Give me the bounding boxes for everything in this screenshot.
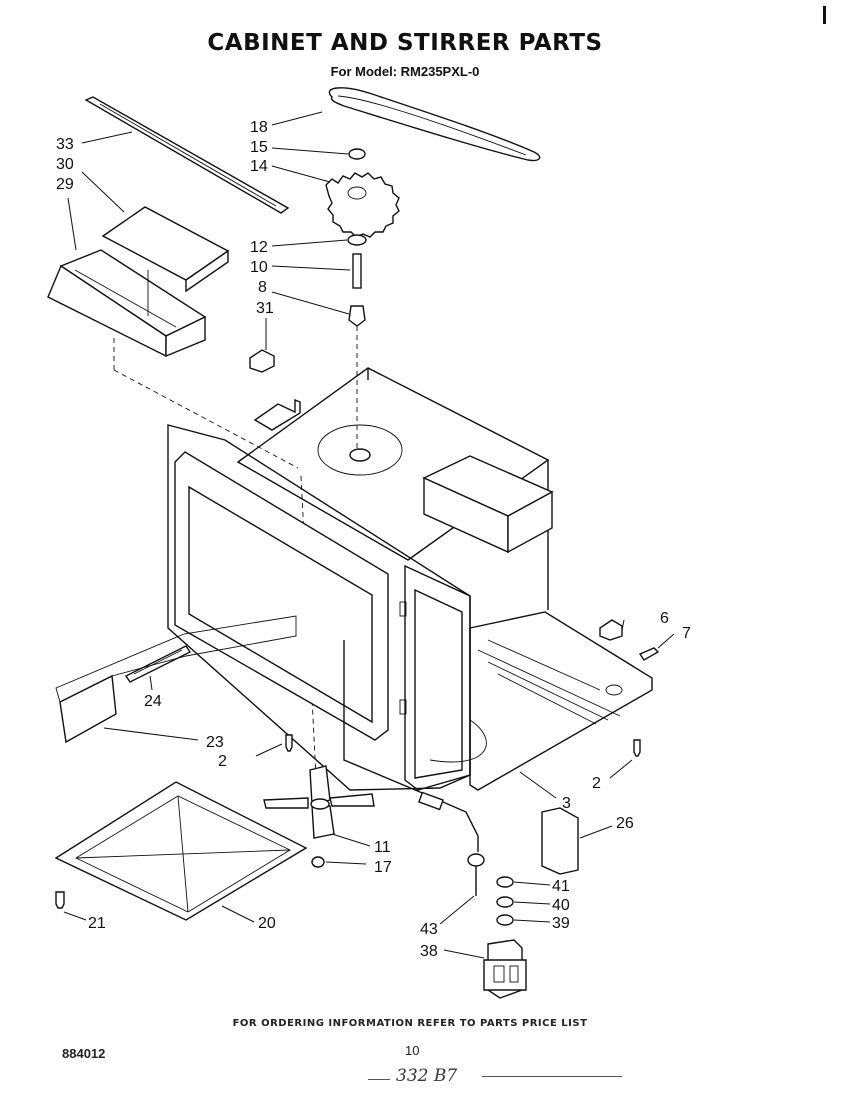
callout-6: 6 xyxy=(660,610,669,627)
callout-18: 18 xyxy=(250,119,268,136)
callout-2-left: 2 xyxy=(218,753,227,770)
callout-29: 29 xyxy=(56,176,74,193)
part-8-bushing xyxy=(348,305,366,327)
callout-2-right: 2 xyxy=(592,775,601,792)
callout-26: 26 xyxy=(616,815,634,832)
part-41-nut xyxy=(496,876,514,888)
part-33-strip xyxy=(84,96,290,214)
part-2-screw xyxy=(285,734,293,752)
callout-11: 11 xyxy=(374,839,391,856)
callout-20: 20 xyxy=(258,915,276,932)
part-2-screw xyxy=(633,739,641,757)
callout-12: 12 xyxy=(250,239,268,256)
part-15-clip xyxy=(348,148,366,160)
callout-24: 24 xyxy=(144,693,162,710)
callout-43: 43 xyxy=(420,921,438,938)
callout-21: 21 xyxy=(88,915,106,932)
part-11-stirrer-fan xyxy=(263,765,375,839)
callout-labels: 33 30 29 18 15 14 12 10 8 31 6 7 24 23 2… xyxy=(56,119,691,960)
callout-31: 31 xyxy=(256,300,274,317)
part-12-washer xyxy=(347,234,367,246)
callout-23: 23 xyxy=(206,734,224,751)
model-subtitle: For Model: RM235PXL-0 xyxy=(330,64,480,79)
callout-33: 33 xyxy=(56,136,74,153)
page-number: 10 xyxy=(405,1043,420,1058)
callout-30: 30 xyxy=(56,156,74,173)
callout-3: 3 xyxy=(562,795,571,812)
part-18-belt xyxy=(328,87,541,162)
part-10-shaft xyxy=(352,253,362,289)
callout-38: 38 xyxy=(420,943,438,960)
page-title: CABINET AND STIRRER PARTS xyxy=(207,30,603,56)
part-38-motor xyxy=(483,939,527,999)
leader-lines xyxy=(63,111,675,959)
callout-10: 10 xyxy=(250,259,268,276)
callout-8: 8 xyxy=(258,279,267,296)
part-26-cover xyxy=(541,807,579,875)
part-21-screw xyxy=(55,891,65,909)
handwritten-note: 332 B7 xyxy=(396,1066,458,1086)
callout-40: 40 xyxy=(552,897,570,914)
part-20-shelf xyxy=(54,781,308,921)
ordering-note: FOR ORDERING INFORMATION REFER TO PARTS … xyxy=(232,1018,588,1029)
part-23-panel xyxy=(59,674,117,744)
callout-14: 14 xyxy=(250,158,268,175)
part-39-washer xyxy=(496,914,514,926)
part-23-outline xyxy=(55,615,297,703)
callout-41: 41 xyxy=(552,878,570,895)
part-40-washer xyxy=(496,896,514,908)
part-31-clip xyxy=(249,349,275,373)
scan-corner-mark xyxy=(823,6,826,24)
handwritten-underline xyxy=(482,1076,622,1077)
part-43-probe-cable xyxy=(343,640,485,896)
part-14-gear xyxy=(325,172,400,238)
part-3-cabinet xyxy=(167,367,653,791)
callout-15: 15 xyxy=(250,139,268,156)
part-7-screw xyxy=(638,647,660,661)
callout-17: 17 xyxy=(374,859,392,876)
part-6-bracket xyxy=(599,619,623,641)
part-29-tray xyxy=(47,249,207,358)
callout-39: 39 xyxy=(552,915,570,932)
callout-7: 7 xyxy=(682,625,691,642)
document-number: 884012 xyxy=(62,1046,106,1061)
part-17-nut xyxy=(311,856,325,868)
assembly-guide-line xyxy=(113,369,299,469)
part-30-cover xyxy=(101,206,230,293)
handwritten-dash xyxy=(368,1079,390,1080)
